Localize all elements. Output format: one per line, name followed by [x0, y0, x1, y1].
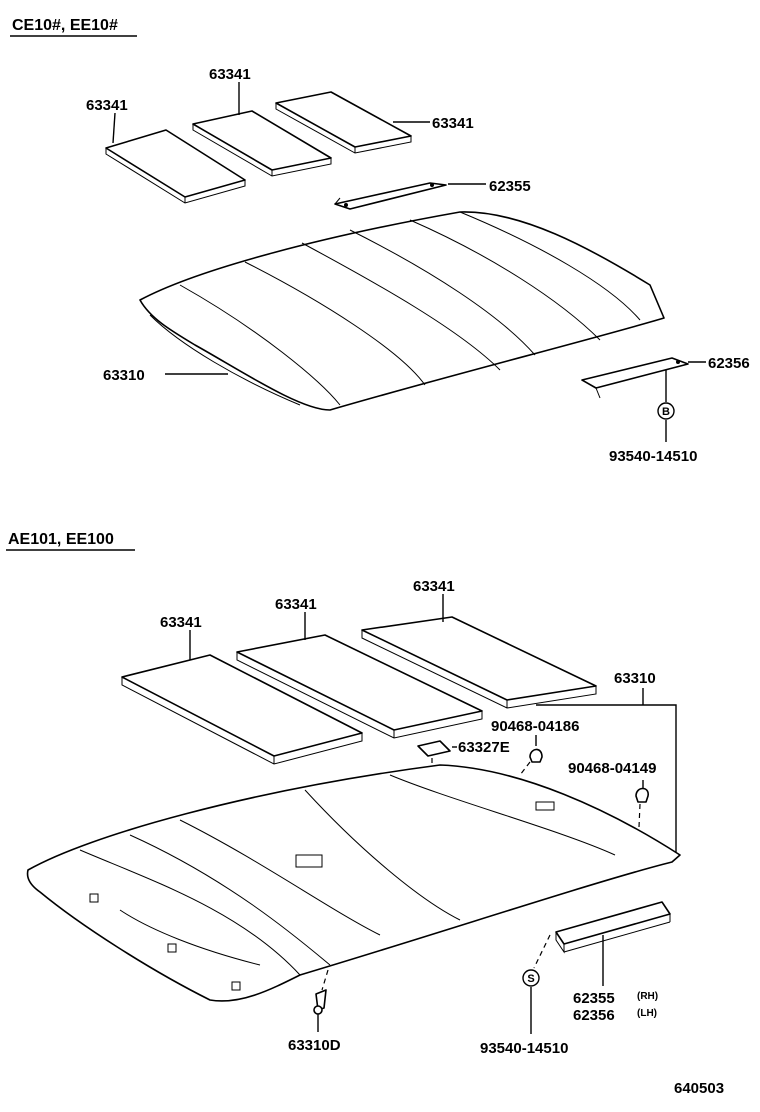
label-b-90468-04149: 90468-04149	[568, 760, 656, 777]
label-b-63310: 63310	[614, 670, 656, 687]
dash-b-63310d	[321, 969, 329, 991]
top-bracket-62356	[581, 357, 689, 399]
label-b-63341-c: 63341	[413, 578, 455, 595]
label-b-93540: 93540-14510	[480, 1040, 568, 1057]
label-b-63327e: 63327E	[458, 739, 510, 756]
fastener-symbol-bottom	[522, 969, 540, 987]
leader-b-63310	[536, 704, 677, 852]
label-t-93540: 93540-14510	[609, 448, 697, 465]
dash-b-90468-a	[519, 761, 531, 776]
fastener-symbol-top	[657, 402, 675, 420]
label-t-63341-c: 63341	[432, 115, 474, 132]
bottom-insulator-pad-left	[121, 654, 363, 765]
label-b-90468-04186: 90468-04186	[491, 718, 579, 735]
top-insulator-pad-right	[275, 91, 412, 154]
top-roof-headlining	[139, 211, 665, 411]
figure-id: 640503	[674, 1080, 724, 1097]
label-t-62355: 62355	[489, 178, 531, 195]
label-t-63310: 63310	[103, 367, 145, 384]
label-b-62356-side: (LH)	[637, 1008, 657, 1019]
top-insulator-pad-middle	[192, 110, 332, 177]
bottom-roof-headlining	[26, 764, 681, 1002]
fastener-90468-04149	[635, 787, 649, 803]
label-t-62356: 62356	[708, 355, 750, 372]
label-b-63341-a: 63341	[160, 614, 202, 631]
fastener-symbol-bottom-letter: S	[527, 973, 534, 985]
label-t-63341-b: 63341	[209, 66, 251, 83]
label-b-63310d: 63310D	[288, 1037, 341, 1054]
bottom-insulator-pad-middle	[236, 634, 483, 739]
screw-63310d	[313, 989, 327, 1015]
bottom-bracket-62355-62356	[555, 901, 671, 954]
dash-b-circle	[533, 934, 551, 969]
label-b-62355-side: (RH)	[637, 991, 658, 1002]
section-title-top: CE10#, EE10#	[12, 17, 118, 34]
fastener-90468-04186	[529, 748, 543, 763]
clip-63327e	[417, 740, 451, 757]
top-bracket-62355	[334, 182, 447, 210]
leader-t-63341-a	[112, 112, 116, 144]
section-title-bottom: AE101, EE100	[8, 531, 114, 548]
fastener-symbol-top-letter: B	[662, 406, 670, 418]
label-b-63341-b: 63341	[275, 596, 317, 613]
label-b-62355: 62355	[573, 990, 615, 1007]
label-t-63341-a: 63341	[86, 97, 128, 114]
label-b-62356: 62356	[573, 1007, 615, 1024]
bottom-insulator-pad-right	[361, 616, 597, 709]
top-insulator-pad-left	[105, 129, 246, 204]
